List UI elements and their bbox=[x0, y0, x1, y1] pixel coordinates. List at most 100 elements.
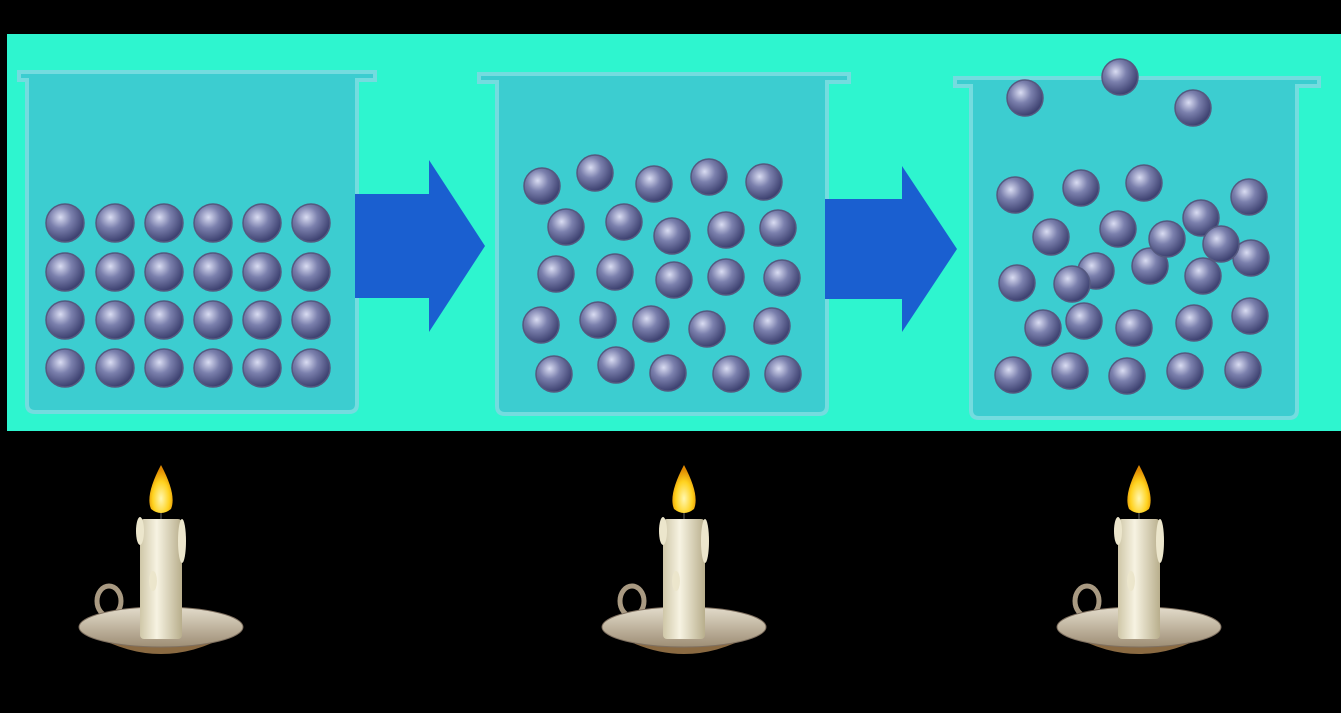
particle bbox=[688, 310, 726, 348]
stage-liquid-particles bbox=[522, 154, 802, 393]
particle bbox=[649, 354, 687, 392]
particle bbox=[95, 348, 135, 388]
wax-drip bbox=[149, 571, 157, 591]
particle bbox=[522, 306, 560, 344]
particle bbox=[95, 252, 135, 292]
beaker-panel bbox=[7, 34, 1341, 431]
particle bbox=[1131, 247, 1169, 285]
particle bbox=[1108, 357, 1146, 395]
beaker-solid bbox=[17, 70, 377, 414]
particle bbox=[745, 163, 783, 201]
particle bbox=[763, 259, 801, 297]
particle bbox=[1230, 178, 1268, 216]
particle bbox=[1166, 352, 1204, 390]
particle bbox=[1148, 220, 1186, 258]
particle bbox=[1125, 164, 1163, 202]
candle bbox=[78, 465, 244, 654]
particle bbox=[291, 252, 331, 292]
particle bbox=[579, 301, 617, 339]
wax-drip bbox=[701, 519, 709, 563]
stage-solid-particles bbox=[45, 203, 331, 388]
candle-flame bbox=[1127, 465, 1151, 513]
particle bbox=[655, 261, 693, 299]
particle bbox=[1184, 257, 1222, 295]
particle bbox=[753, 307, 791, 345]
particle bbox=[1024, 309, 1062, 347]
particle bbox=[291, 348, 331, 388]
particle bbox=[597, 346, 635, 384]
particle bbox=[45, 300, 85, 340]
wax-drip bbox=[1156, 519, 1164, 563]
particle bbox=[144, 348, 184, 388]
candle-row-svg bbox=[78, 465, 1222, 654]
particle bbox=[1182, 199, 1220, 237]
particle bbox=[576, 154, 614, 192]
particle bbox=[596, 253, 634, 291]
particle bbox=[759, 209, 797, 247]
particle bbox=[535, 355, 573, 393]
particle bbox=[1231, 297, 1269, 335]
candle-flame bbox=[672, 465, 696, 513]
particle bbox=[193, 252, 233, 292]
particle bbox=[537, 255, 575, 293]
candle bbox=[601, 465, 767, 654]
wax-drip bbox=[136, 517, 144, 545]
particle bbox=[1065, 302, 1103, 340]
particle bbox=[998, 264, 1036, 302]
particle bbox=[45, 252, 85, 292]
particle bbox=[996, 176, 1034, 214]
particle bbox=[144, 300, 184, 340]
wax-drip bbox=[1127, 571, 1135, 591]
candle bbox=[1056, 465, 1222, 654]
particle bbox=[635, 165, 673, 203]
particle bbox=[291, 300, 331, 340]
particle bbox=[712, 355, 750, 393]
particle bbox=[1062, 169, 1100, 207]
beaker-liquid bbox=[477, 72, 851, 416]
particle bbox=[193, 348, 233, 388]
particle bbox=[45, 203, 85, 243]
particle bbox=[1115, 309, 1153, 347]
particle bbox=[1099, 210, 1137, 248]
beaker-panel-svg bbox=[7, 34, 1341, 431]
particle bbox=[523, 167, 561, 205]
particle bbox=[605, 203, 643, 241]
particle bbox=[242, 348, 282, 388]
particle bbox=[632, 305, 670, 343]
candle-wax bbox=[663, 519, 705, 639]
particle bbox=[144, 203, 184, 243]
particle bbox=[193, 203, 233, 243]
candle-flame bbox=[149, 465, 173, 513]
particle bbox=[242, 252, 282, 292]
wax-drip bbox=[672, 571, 680, 591]
particle bbox=[242, 203, 282, 243]
wax-drip bbox=[659, 517, 667, 545]
particle bbox=[1101, 58, 1139, 96]
particle bbox=[690, 158, 728, 196]
particle bbox=[144, 252, 184, 292]
particle bbox=[1174, 89, 1212, 127]
particle bbox=[95, 300, 135, 340]
candle-wax bbox=[1118, 519, 1160, 639]
particle bbox=[95, 203, 135, 243]
arrow-liquid-to-gas bbox=[825, 166, 957, 332]
particle bbox=[193, 300, 233, 340]
particle bbox=[707, 211, 745, 249]
arrow-solid-to-liquid bbox=[355, 160, 485, 332]
candle-wax bbox=[140, 519, 182, 639]
particle bbox=[1175, 304, 1213, 342]
particle bbox=[242, 300, 282, 340]
particle bbox=[547, 208, 585, 246]
particle bbox=[994, 356, 1032, 394]
particle bbox=[764, 355, 802, 393]
particle bbox=[291, 203, 331, 243]
wax-drip bbox=[178, 519, 186, 563]
particle bbox=[653, 217, 691, 255]
candle-row bbox=[0, 431, 1341, 713]
stage-gas-particles bbox=[994, 58, 1270, 395]
wax-drip bbox=[1114, 517, 1122, 545]
particle bbox=[707, 258, 745, 296]
particle bbox=[1051, 352, 1089, 390]
particle bbox=[1006, 79, 1044, 117]
